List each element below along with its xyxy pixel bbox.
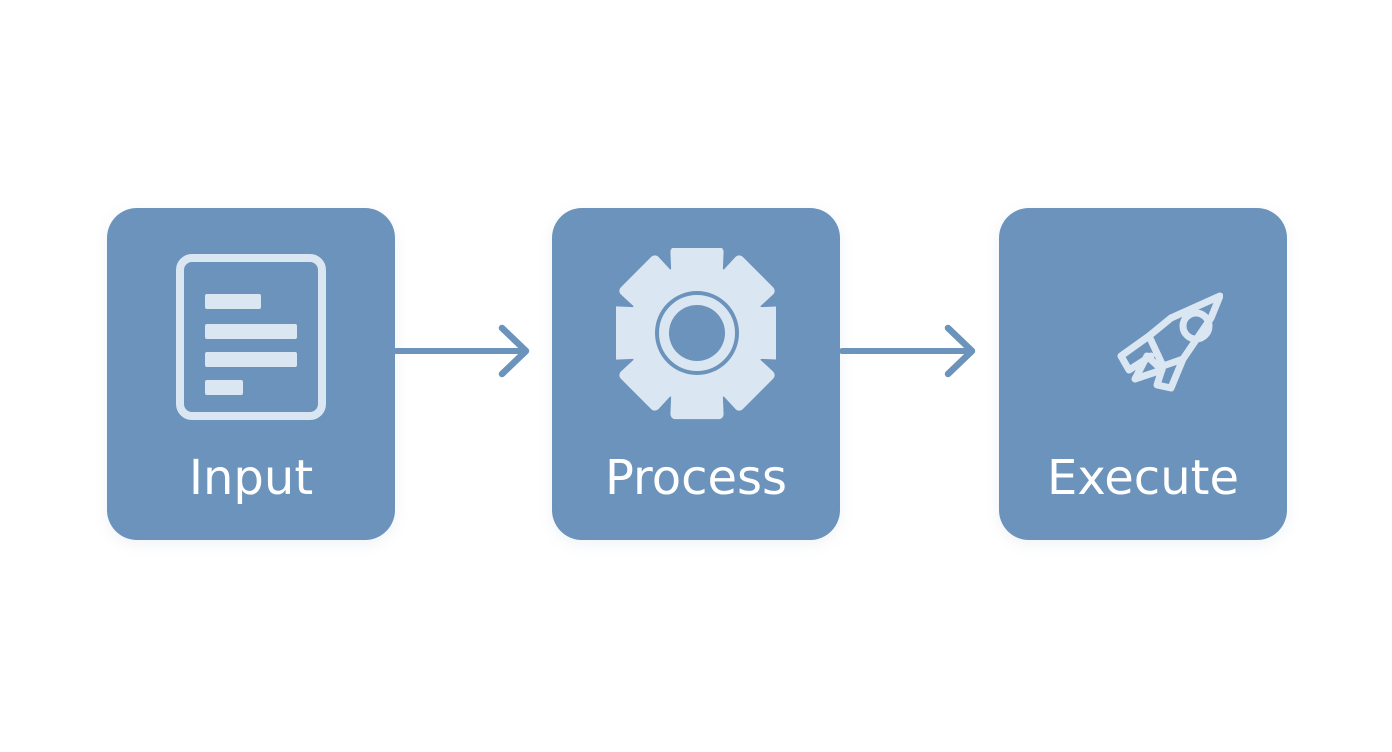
execute-step: Execute xyxy=(999,208,1287,540)
gear-icon xyxy=(616,248,776,420)
document-lines-icon xyxy=(176,254,326,420)
input-step: Input xyxy=(107,208,395,540)
step-label: Process xyxy=(604,450,788,506)
process-step: Process xyxy=(552,208,840,540)
step-label: Execute xyxy=(1047,450,1239,506)
arrow-input-to-process xyxy=(394,324,530,378)
rocket-icon xyxy=(1117,292,1223,392)
step-label: Input xyxy=(188,450,314,506)
arrow-process-to-execute xyxy=(840,324,976,378)
